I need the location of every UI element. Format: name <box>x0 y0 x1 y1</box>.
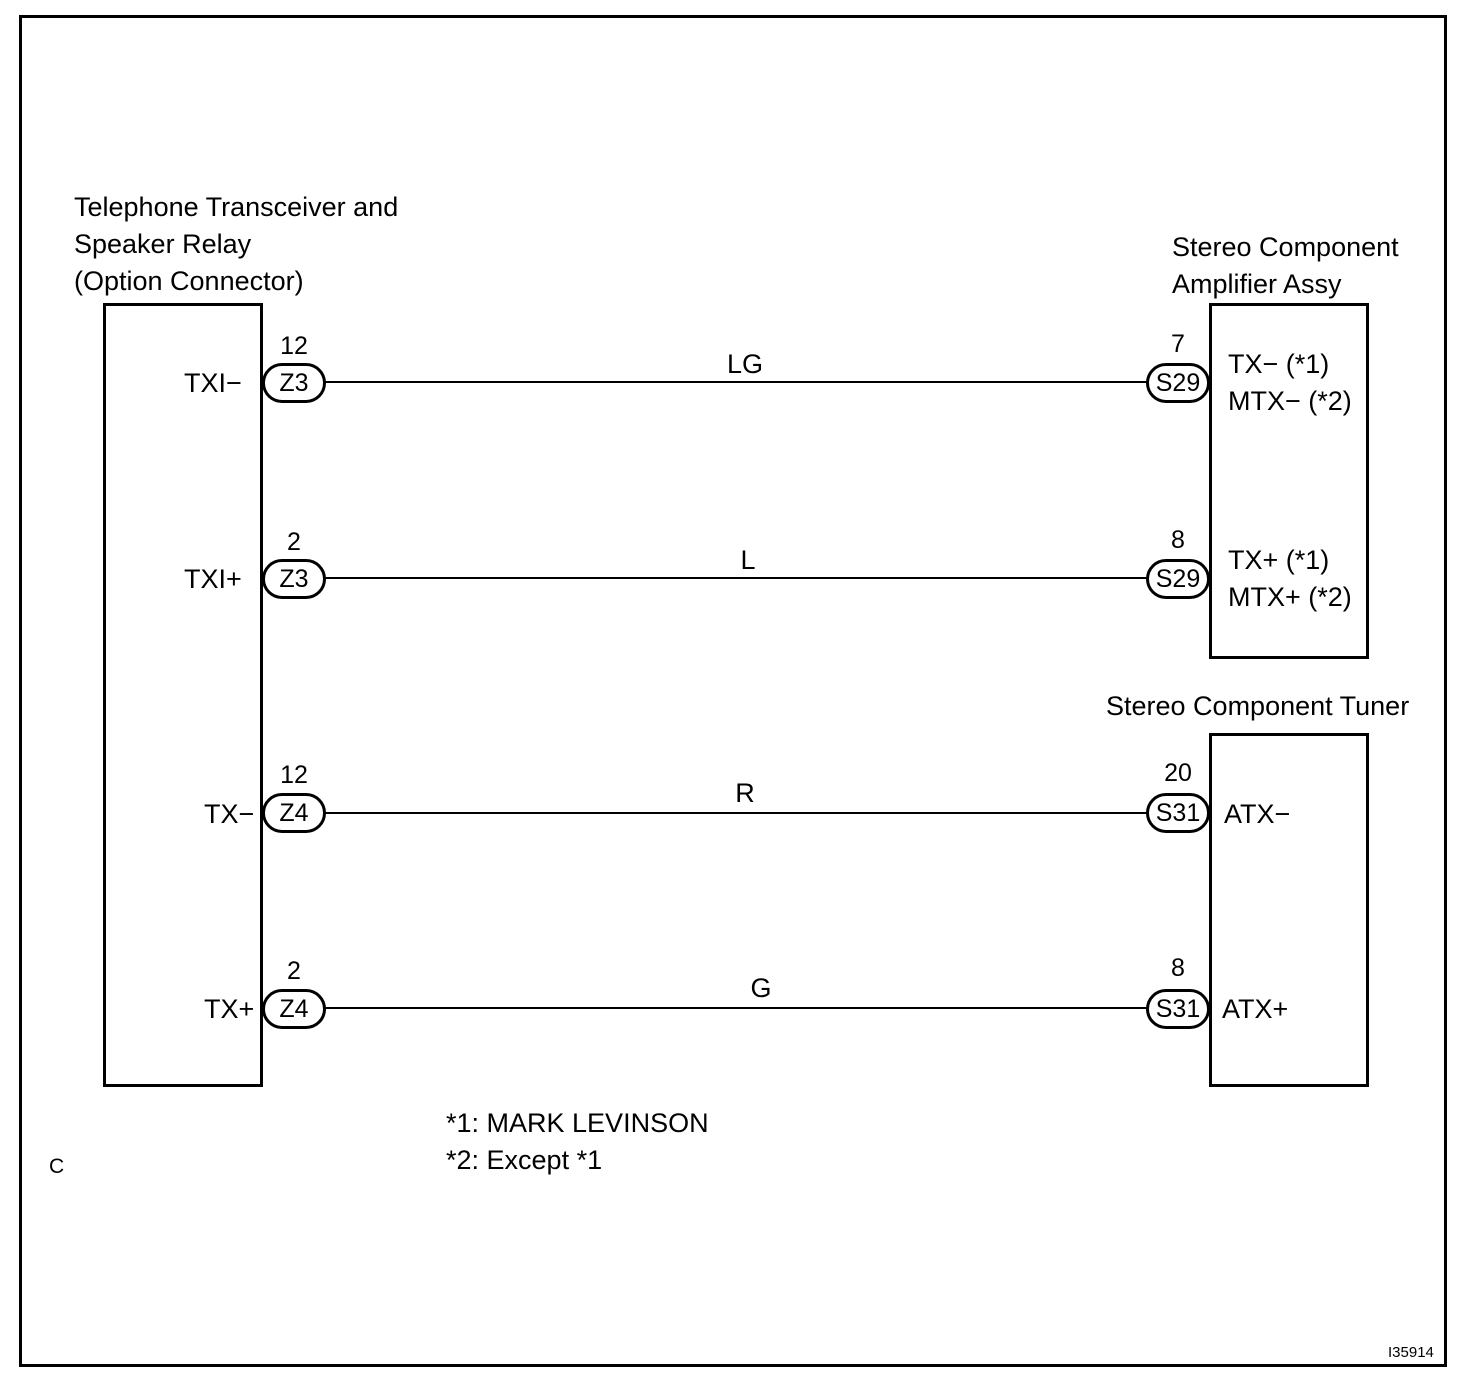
wire <box>325 1007 1147 1009</box>
left-connector: Z4 <box>262 793 326 833</box>
right-terminal-label: TX− (*1) MTX− (*2) <box>1228 346 1352 420</box>
amp-title-line-1: Stereo Component <box>1172 232 1399 262</box>
right-pin-number: 20 <box>1164 759 1192 787</box>
tuner-component-title: Stereo Component Tuner <box>1106 691 1410 721</box>
left-component-title: Telephone Transceiver and Speaker Relay … <box>74 189 398 300</box>
corner-mark: C <box>49 1155 65 1178</box>
left-terminal-label: TXI− <box>184 368 242 398</box>
right-terminal-line-1: TX− (*1) <box>1228 349 1330 379</box>
left-terminal-label: TXI+ <box>184 564 242 594</box>
wire-color-label: R <box>735 778 755 808</box>
figure-id: I35914 <box>1388 1344 1434 1361</box>
wire <box>325 381 1147 383</box>
left-pin-number: 12 <box>280 332 308 360</box>
left-title-line-1: Telephone Transceiver and <box>74 192 399 222</box>
left-connector: Z4 <box>262 989 326 1029</box>
right-connector: S29 <box>1146 559 1210 599</box>
left-terminal-label: TX− <box>204 799 255 829</box>
left-pin-number: 12 <box>280 761 308 789</box>
right-terminal-line-1: TX+ (*1) <box>1228 545 1330 575</box>
right-connector: S31 <box>1146 793 1210 833</box>
right-pin-number: 8 <box>1171 954 1185 982</box>
right-terminal-line-2: MTX+ (*2) <box>1228 582 1352 612</box>
amp-component-box <box>1209 303 1369 659</box>
right-pin-number: 8 <box>1171 526 1185 554</box>
left-component-box <box>103 303 263 1087</box>
wire-color-label: LG <box>726 349 764 379</box>
wire-color-label: G <box>750 973 772 1003</box>
left-pin-number: 2 <box>287 957 301 985</box>
footnote-2: *2: Except *1 <box>446 1145 603 1175</box>
amp-component-title: Stereo Component Amplifier Assy <box>1172 229 1399 303</box>
left-connector: Z3 <box>262 559 326 599</box>
right-terminal-label: ATX− <box>1224 799 1291 829</box>
left-terminal-label: TX+ <box>204 994 255 1024</box>
diagram-frame <box>19 15 1447 1367</box>
right-connector: S29 <box>1146 363 1210 403</box>
left-pin-number: 2 <box>287 528 301 556</box>
wire <box>325 577 1147 579</box>
amp-title-line-2: Amplifier Assy <box>1172 269 1342 299</box>
right-terminal-line-2: MTX− (*2) <box>1228 386 1352 416</box>
left-title-line-2: Speaker Relay <box>74 229 252 259</box>
left-title-line-3: (Option Connector) <box>74 266 304 296</box>
right-connector: S31 <box>1146 989 1210 1029</box>
right-pin-number: 7 <box>1171 330 1185 358</box>
wire <box>325 812 1147 814</box>
right-terminal-label: ATX+ <box>1222 994 1289 1024</box>
footnote-1: *1: MARK LEVINSON <box>446 1108 709 1138</box>
wire-color-label: L <box>740 545 756 575</box>
footnotes: *1: MARK LEVINSON *2: Except *1 <box>446 1105 709 1179</box>
tuner-component-box <box>1209 733 1369 1087</box>
left-connector: Z3 <box>262 363 326 403</box>
right-terminal-label: TX+ (*1) MTX+ (*2) <box>1228 542 1352 616</box>
